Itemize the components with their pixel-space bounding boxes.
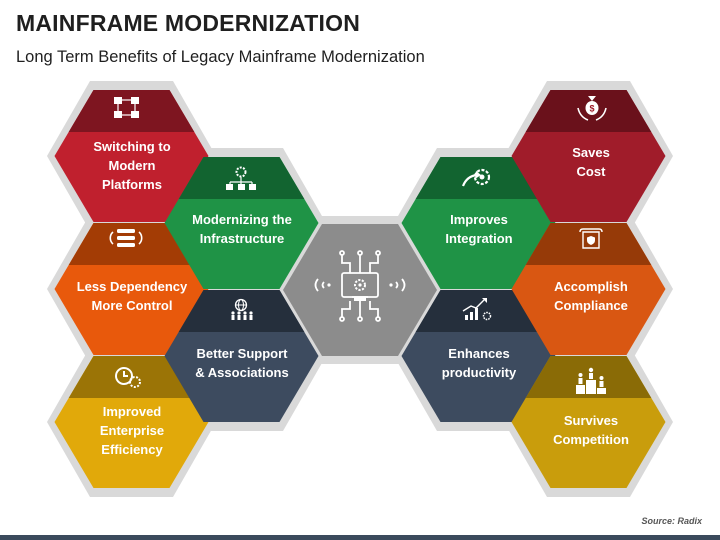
growth-chart-icon xyxy=(462,298,492,321)
certificate-icon xyxy=(579,228,603,249)
hexagon-band-productivity xyxy=(415,290,542,332)
page-title: MAINFRAME MODERNIZATION xyxy=(16,10,361,36)
source-credit: Source: Radix xyxy=(641,516,702,526)
podium-icon xyxy=(576,367,606,394)
server-sync-icon xyxy=(109,229,143,247)
network-gear-icon xyxy=(226,166,256,190)
label-support: Better Support& Associations xyxy=(195,346,289,380)
mainframe-computer-icon xyxy=(314,250,406,322)
svg-text:$: $ xyxy=(589,104,594,114)
flowchart-icon xyxy=(114,97,139,118)
hexagon-band-competition xyxy=(525,356,652,398)
hexagon-band-integration xyxy=(415,157,542,199)
team-globe-icon xyxy=(231,298,253,320)
money-bag-hands-icon: $ xyxy=(577,96,607,121)
gear-arrow-icon xyxy=(461,168,491,187)
bottom-bar xyxy=(0,535,720,540)
hexagon-band-compliance xyxy=(525,223,652,265)
page-subtitle: Long Term Benefits of Legacy Mainframe M… xyxy=(16,48,425,66)
gear-clock-icon xyxy=(115,367,141,388)
